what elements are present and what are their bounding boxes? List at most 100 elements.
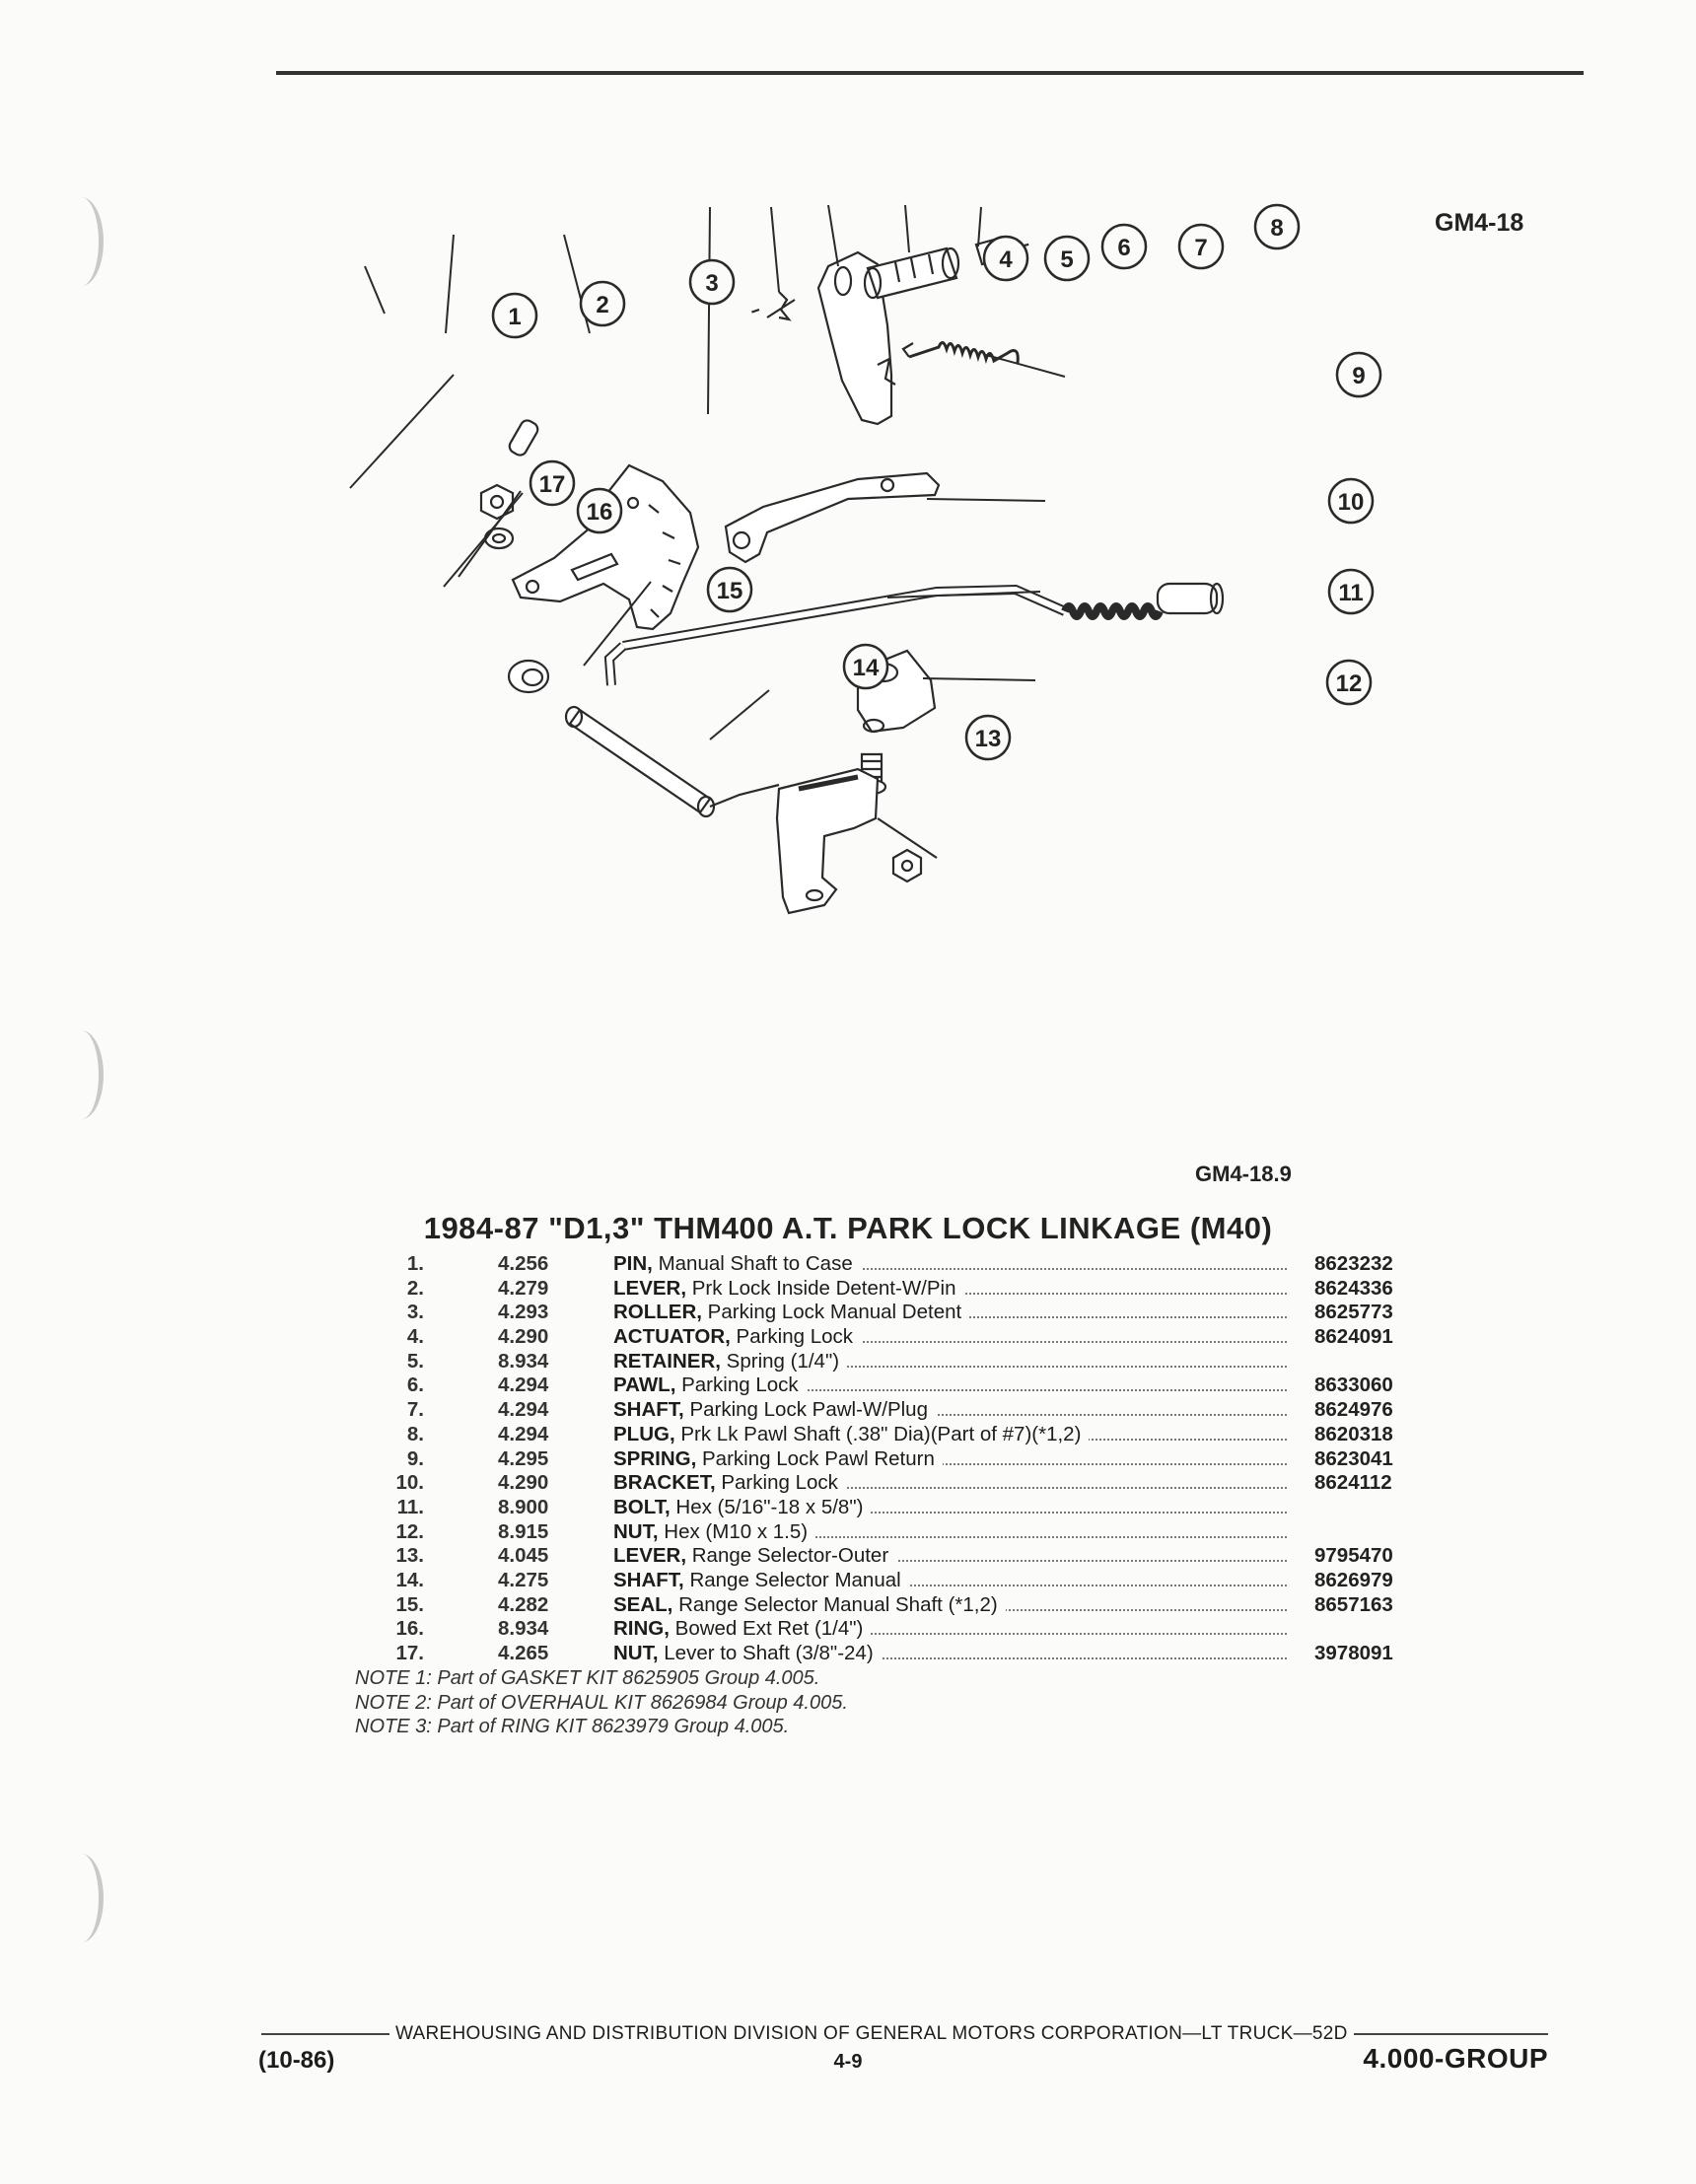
part-detail: Range Selector Manual [689, 1568, 901, 1591]
part-number: 8626979 [1314, 1568, 1393, 1591]
part-number: 8620318 [1314, 1422, 1393, 1445]
part-name: SHAFT, [613, 1398, 684, 1422]
group-number: 4.265 [498, 1642, 549, 1664]
part-description: SHAFT, Parking Lock Pawl-W/Plug [613, 1398, 1287, 1423]
callout-number: 10 [1338, 489, 1365, 516]
item-number: 6. [406, 1374, 424, 1397]
part-number: 3978091 [1314, 1642, 1393, 1664]
item-number: 8. [406, 1422, 424, 1445]
callout-number: 15 [717, 578, 743, 604]
part-description: BOLT, Hex (5/16"-18 x 5/8") [613, 1495, 1287, 1520]
page-title: 1984-87 "D1,3" THM400 A.T. PARK LOCK LIN… [423, 1211, 1273, 1245]
group-number: 4.282 [498, 1592, 549, 1616]
callout-15: 15 [706, 566, 753, 613]
callout-number: 16 [587, 499, 613, 526]
part-name: SPRING, [613, 1446, 697, 1470]
part-name: ACTUATOR, [613, 1325, 731, 1349]
part-description: RING, Bowed Ext Ret (1/4") [613, 1617, 1287, 1642]
part-number: 9795470 [1314, 1544, 1393, 1568]
callout-number: 9 [1352, 363, 1365, 389]
callouts: 1 2 3 4 5 6 7 8 9 10 11 12 13 14 15 16 1… [491, 203, 1382, 761]
item-number: 10. [395, 1471, 425, 1495]
item-number: 13. [395, 1544, 425, 1568]
group-number: 4.045 [498, 1544, 549, 1568]
item-number: 11. [396, 1495, 424, 1518]
part-description: SHAFT, Range Selector Manual [613, 1568, 1287, 1593]
callout-7: 7 [1177, 223, 1225, 270]
part-detail: Prk Lk Pawl Shaft (.38" Dia)(Part of #7)… [680, 1422, 1082, 1445]
part-description: BRACKET, Parking Lock [613, 1471, 1287, 1496]
note: NOTE 1: Part of GASKET KIT 8625905 Group… [355, 1667, 820, 1689]
callout-12: 12 [1325, 659, 1373, 706]
part-name: NUT, [613, 1519, 659, 1543]
group-number: 4.294 [498, 1422, 549, 1445]
binder-hole [59, 1854, 104, 1942]
outer-lever-drawing [775, 767, 938, 915]
part-number: 8625773 [1314, 1301, 1393, 1324]
part-name: RETAINER, [613, 1349, 721, 1373]
item-number: 15. [395, 1592, 425, 1616]
part-number: 8657163 [1314, 1592, 1393, 1616]
callout-13: 13 [964, 714, 1012, 761]
callout-number: 8 [1270, 215, 1283, 242]
callout-5: 5 [1043, 235, 1091, 282]
callout-number: 3 [705, 270, 718, 297]
item-number: 17. [395, 1642, 425, 1664]
part-number: 8623041 [1314, 1446, 1393, 1470]
group-number: 8.934 [498, 1349, 549, 1373]
callout-number: 6 [1117, 235, 1130, 261]
item-number: 1. [406, 1252, 424, 1275]
parts-row: 11. 8.900 BOLT, Hex (5/16"-18 x 5/8") [355, 1495, 1430, 1520]
part-name: PLUG, [613, 1422, 675, 1445]
part-description: RETAINER, Spring (1/4") [613, 1349, 1287, 1374]
part-detail: Parking Lock Pawl Return [702, 1446, 935, 1470]
notes: NOTE 1: Part of GASKET KIT 8625905 Group… [355, 1666, 848, 1739]
callout-9: 9 [1335, 351, 1382, 398]
nut-17-drawing [479, 483, 515, 521]
nut-12-drawing [891, 848, 923, 883]
item-number: 9. [406, 1446, 424, 1470]
callout-number: 14 [853, 655, 880, 681]
group-number: 4.294 [498, 1398, 549, 1422]
group-number: 8.900 [498, 1495, 549, 1518]
footer-date: (10-86) [258, 2047, 335, 2074]
item-number: 16. [395, 1617, 425, 1641]
parts-row: 8. 4.294 PLUG, Prk Lk Pawl Shaft (.38" Dia… [355, 1422, 1430, 1447]
item-number: 5. [406, 1349, 424, 1373]
part-description: NUT, Hex (M10 x 1.5) [613, 1519, 1287, 1545]
pin-drawing [508, 419, 539, 457]
part-detail: Prk Lock Inside Detent-W/Pin [691, 1276, 956, 1300]
note: NOTE 2: Part of OVERHAUL KIT 8626984 Gro… [355, 1691, 848, 1714]
callout-10: 10 [1327, 477, 1375, 525]
roller-drawing [724, 471, 941, 564]
item-number: 2. [406, 1276, 424, 1300]
part-description: PIN, Manual Shaft to Case [613, 1252, 1287, 1277]
retainer-drawing [766, 291, 796, 321]
part-name: BRACKET, [613, 1471, 716, 1495]
group-number: 4.290 [498, 1325, 549, 1349]
group-number: 4.256 [498, 1252, 549, 1275]
part-detail: Hex (M10 x 1.5) [664, 1519, 809, 1543]
binder-hole [59, 1030, 104, 1119]
callout-14: 14 [842, 643, 889, 690]
part-number: 8624976 [1314, 1398, 1393, 1422]
part-detail: Range Selector-Outer [691, 1544, 889, 1568]
callout-number: 13 [975, 726, 1002, 752]
parts-row: 5. 8.934 RETAINER, Spring (1/4") [355, 1349, 1430, 1374]
group-number: 4.290 [498, 1471, 549, 1495]
part-description: LEVER, Prk Lock Inside Detent-W/Pin [613, 1276, 1287, 1302]
callout-number: 17 [539, 471, 566, 498]
part-name: PAWL, [613, 1374, 676, 1397]
item-number: 3. [406, 1301, 424, 1324]
part-detail: Parking Lock [681, 1374, 799, 1397]
callout-number: 2 [596, 292, 608, 318]
